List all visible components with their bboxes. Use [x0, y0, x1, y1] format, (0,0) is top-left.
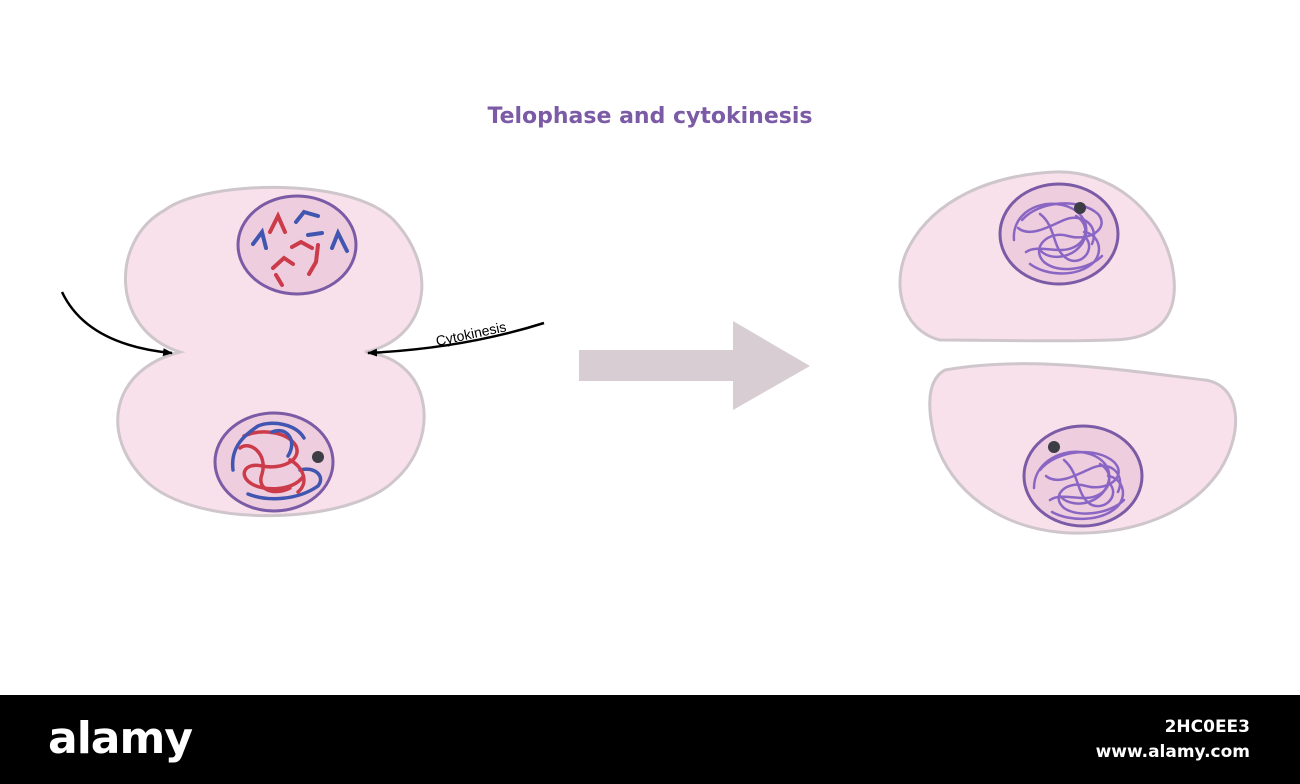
diagram-canvas: Cytokinesis	[60, 170, 1238, 535]
nucleolus-bottom	[1048, 441, 1060, 453]
chromosomes	[251, 209, 349, 287]
diagram-title: Telophase and cytokinesis	[487, 104, 813, 129]
daughter-nucleus-top	[998, 182, 1120, 286]
upper-nucleus	[236, 194, 358, 296]
nucleolus	[312, 451, 324, 463]
nucleolus-top	[1074, 202, 1086, 214]
alamy-logo: alamy	[48, 713, 193, 764]
cleavage-arrow-right	[367, 321, 545, 357]
process-arrow	[579, 321, 810, 410]
site-url: www.alamy.com	[1095, 742, 1250, 762]
footer-bar: alamy 2HC0EE3 www.alamy.com	[0, 695, 1300, 784]
image-id: 2HC0EE3	[1164, 717, 1250, 737]
daughter-nucleus-bottom	[1022, 424, 1144, 528]
lower-nucleus	[213, 411, 335, 513]
cytokinesis-label: Cytokinesis	[434, 318, 507, 349]
cleavage-arrow-left	[60, 291, 173, 357]
